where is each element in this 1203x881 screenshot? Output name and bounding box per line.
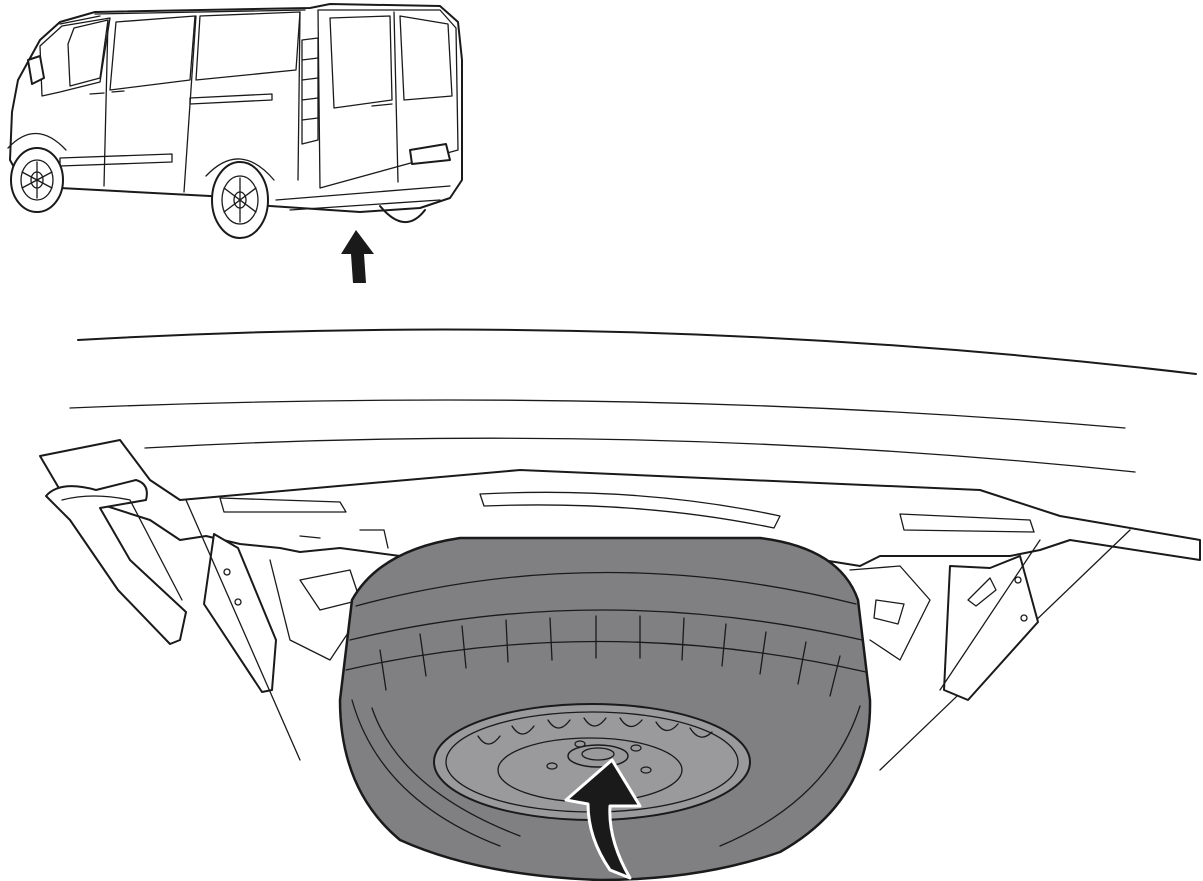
spare-wheel (338, 536, 872, 881)
van-front-wheel (10, 147, 64, 213)
left-tow-bracket (45, 479, 187, 645)
van-illustration (7, 3, 463, 239)
body-edge-line (77, 328, 1197, 375)
van-body (9, 3, 463, 213)
up-arrow-icon (341, 230, 374, 283)
van-mirror (27, 55, 45, 85)
van-rear-wheel (211, 161, 269, 239)
van-windshield (39, 17, 111, 97)
underbody-view (39, 328, 1201, 771)
left-mounting-plate (203, 533, 277, 693)
van-rear-doors (317, 9, 459, 189)
curved-arrow-icon (564, 758, 642, 880)
right-mounting-plate (943, 555, 1039, 701)
